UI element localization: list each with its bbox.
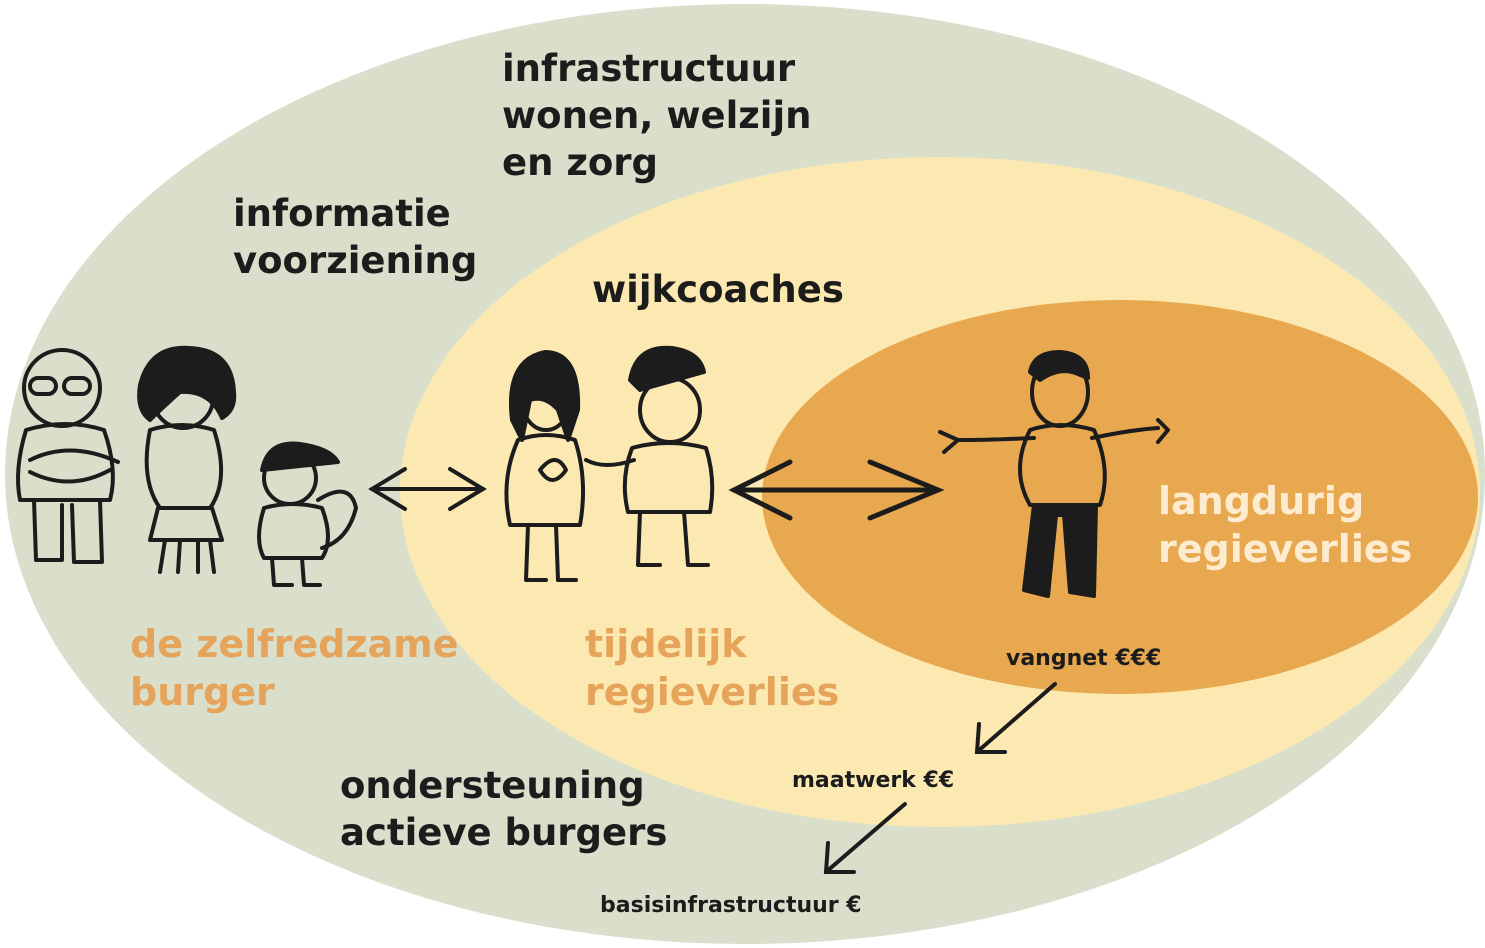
man-coach-with-cap-figure bbox=[584, 345, 715, 567]
custom-work-label: maatwerk €€ bbox=[792, 768, 955, 793]
safety-net-label: vangnet €€€ bbox=[1006, 646, 1162, 671]
child-with-cap-figure bbox=[257, 441, 358, 587]
support-label: ondersteuning actieve burgers bbox=[340, 764, 668, 854]
temporary-loss-label: tijdelijk regieverlies bbox=[585, 622, 840, 714]
inner-ellipse bbox=[762, 300, 1478, 694]
information-label: informatie voorziening bbox=[233, 192, 478, 282]
man-arms-open-figure bbox=[938, 350, 1170, 598]
infrastructure-label: infrastructuur wonen, welzijn en zorg bbox=[502, 47, 812, 184]
woman-curly-hair-figure bbox=[137, 345, 237, 574]
basic-infrastructure-label: basisinfrastructuur € bbox=[600, 893, 862, 918]
double-arrow-right bbox=[728, 459, 945, 521]
long-term-loss-label: langdurig regieverlies bbox=[1158, 479, 1413, 571]
self-reliant-label: de zelfredzame burger bbox=[130, 622, 459, 714]
man-with-glasses-figure bbox=[16, 348, 120, 564]
arrow-vangnet-to-maatwerk bbox=[974, 682, 1057, 754]
coaches-label: wijkcoaches bbox=[592, 268, 844, 311]
double-arrow-left bbox=[368, 467, 487, 511]
woman-coach-figure bbox=[504, 350, 586, 582]
arrow-maatwerk-to-basis bbox=[823, 802, 907, 874]
